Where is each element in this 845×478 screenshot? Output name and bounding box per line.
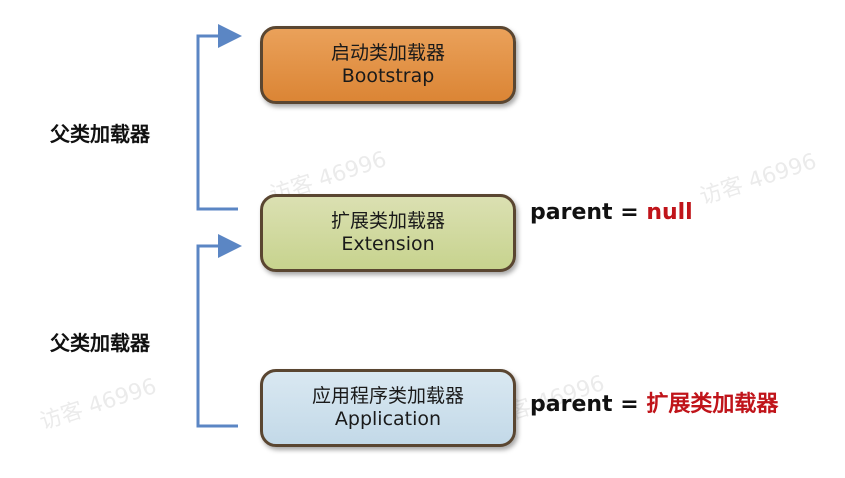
application-subtitle: Application (334, 408, 442, 430)
parent-key: parent = (530, 200, 639, 225)
application-parent-annotation: parent = 扩展类加载器 (530, 386, 778, 418)
bootstrap-subtitle: Bootstrap (341, 65, 435, 87)
upper-bracket (196, 24, 242, 211)
parent-value: 扩展类加载器 (646, 392, 779, 417)
bootstrap-loader-box: 启动类加载器 Bootstrap (260, 26, 516, 104)
extension-subtitle: Extension (341, 233, 435, 255)
application-title: 应用程序类加载器 (311, 384, 464, 407)
extension-title: 扩展类加载器 (330, 209, 445, 232)
extension-parent-annotation: parent = null (530, 200, 693, 225)
parent-loader-label: 父类加载器 (50, 331, 150, 355)
lower-bracket (196, 234, 242, 428)
parent-value: null (646, 200, 693, 225)
extension-loader-box: 扩展类加载器 Extension (260, 194, 516, 272)
parent-loader-label: 父类加载器 (50, 122, 150, 146)
application-loader-box: 应用程序类加载器 Application (260, 369, 516, 447)
parent-key: parent = (530, 392, 639, 417)
bootstrap-title: 启动类加载器 (330, 41, 445, 64)
